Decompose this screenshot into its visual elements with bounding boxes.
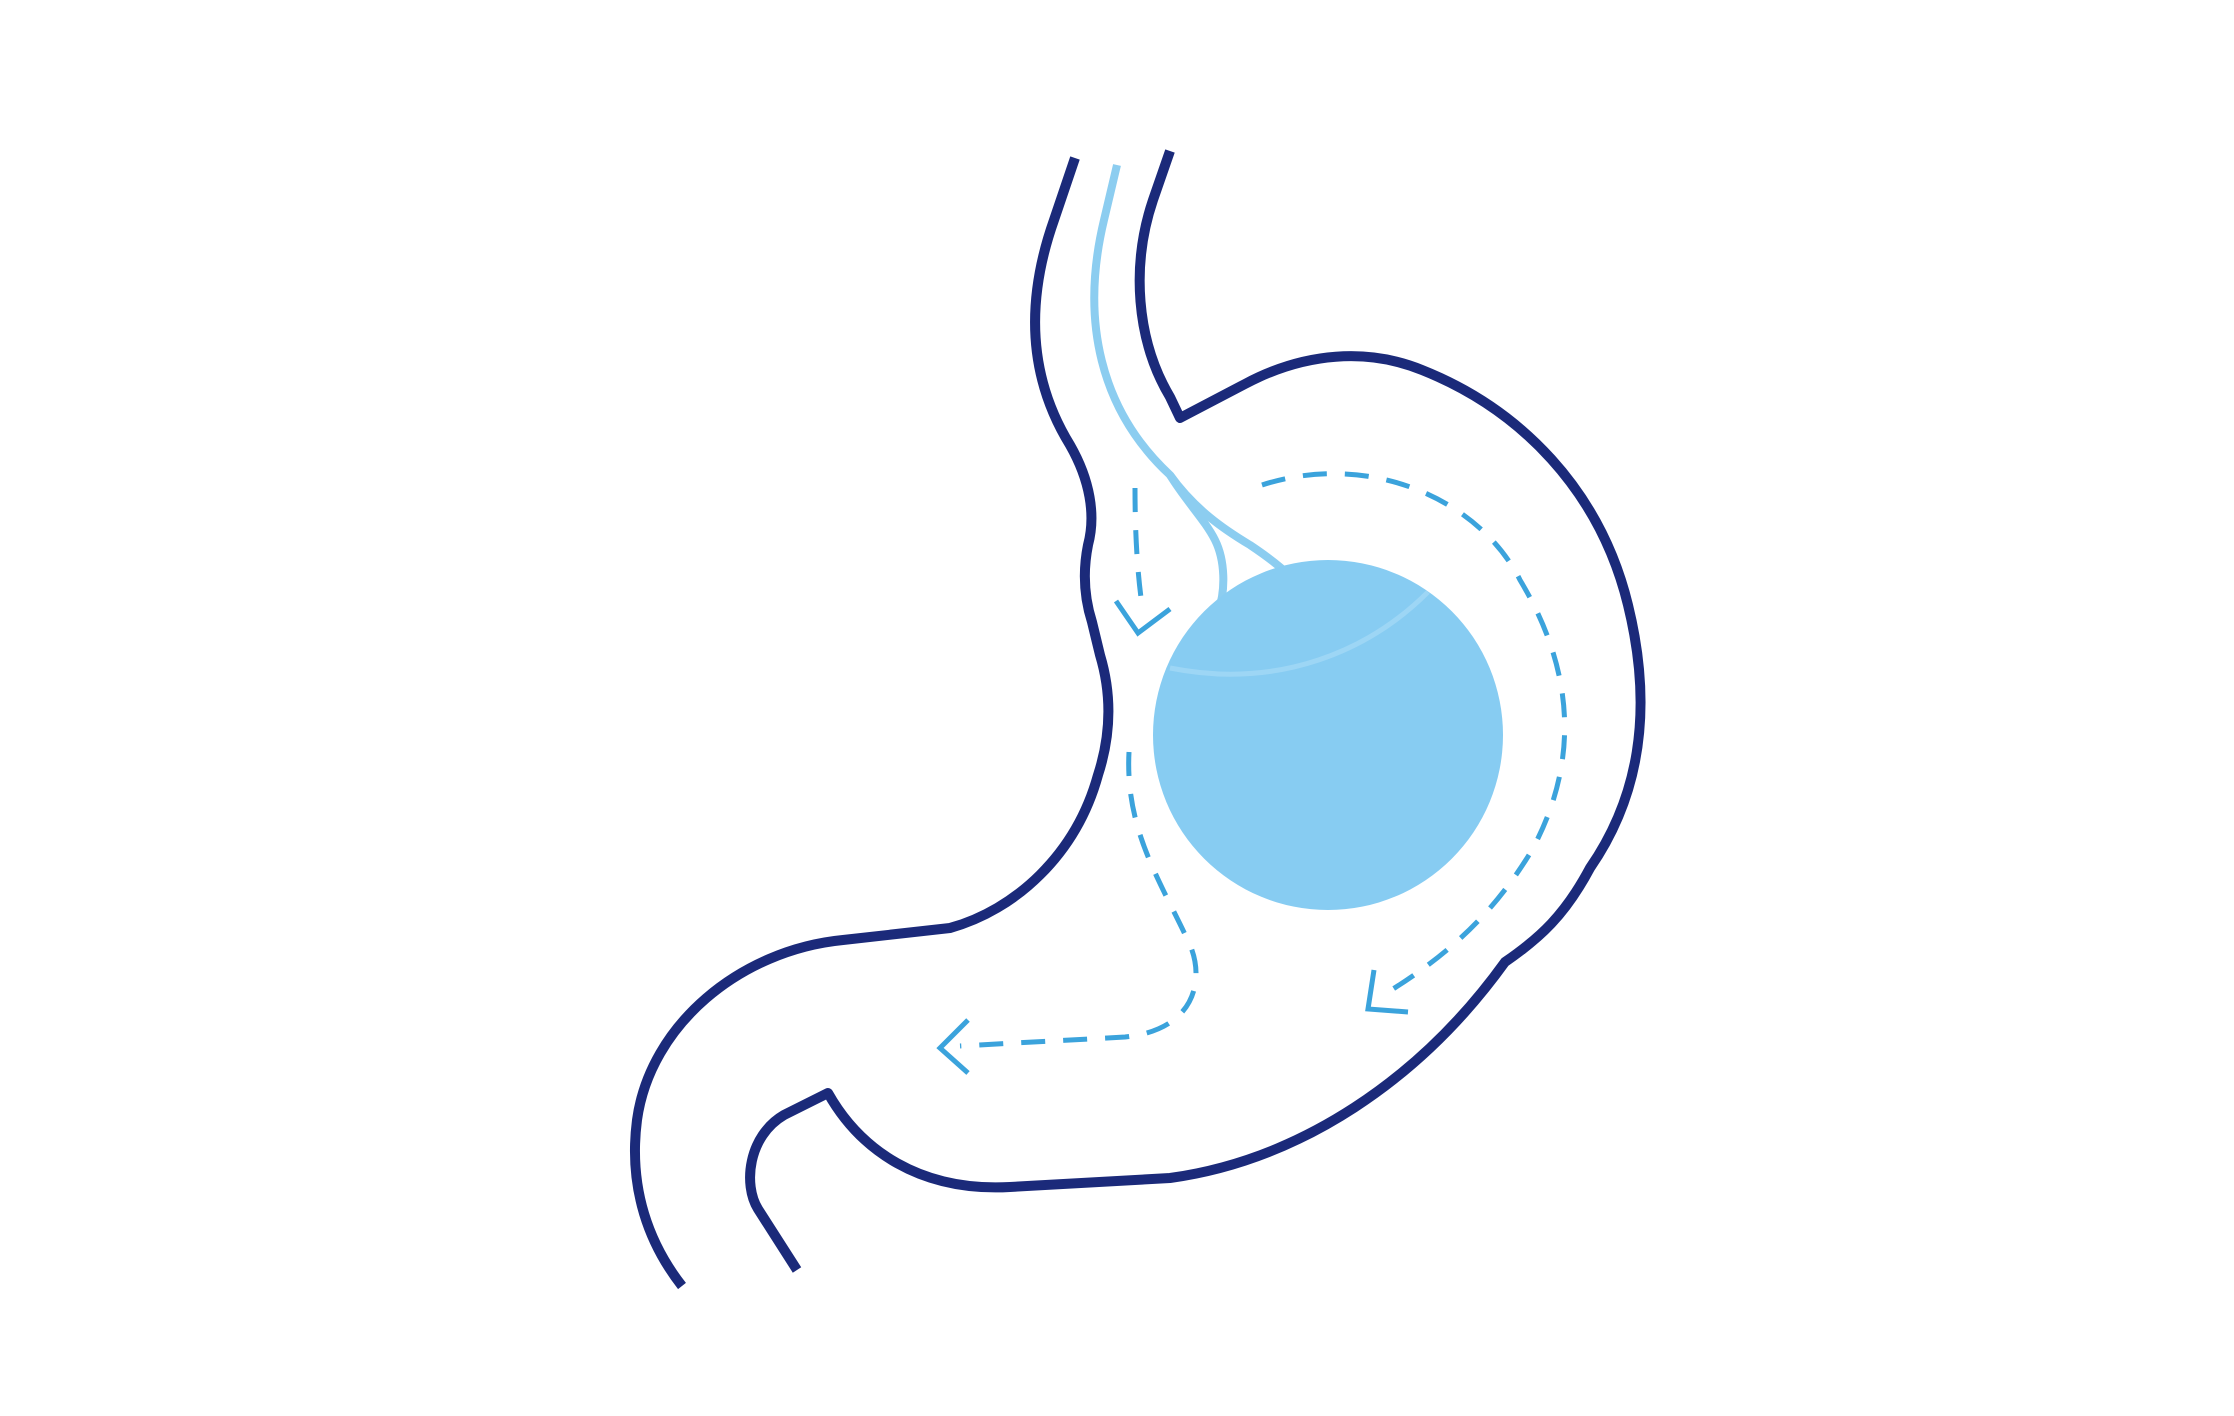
flow-arrow-pylorus-path (959, 751, 1199, 1049)
feeding-tube-inner-wall (1166, 472, 1228, 614)
flow-arrow-circular-path (1261, 471, 1568, 997)
balloon-highlight-line (1169, 590, 1430, 677)
balloon-icon (1153, 560, 1503, 910)
flow-arrow-esophagus-path (1132, 487, 1145, 606)
stomach-lesser-curvature-outline (629, 156, 1114, 1290)
flow-arrow-icon (936, 1018, 970, 1075)
flow-arrow-icon (1113, 599, 1172, 637)
stomach-greater-curvature-outline (745, 149, 1646, 1273)
flow-arrow-icon (1365, 969, 1409, 1015)
